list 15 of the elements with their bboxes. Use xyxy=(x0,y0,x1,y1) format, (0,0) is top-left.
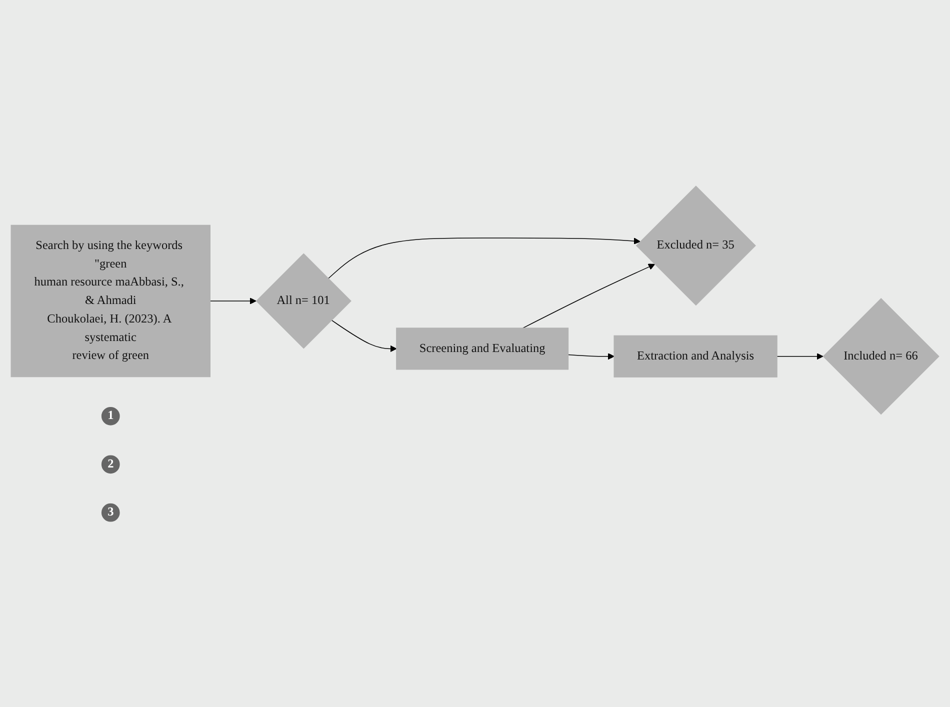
node-box: Screening and Evaluating xyxy=(396,327,569,370)
arrow xyxy=(522,263,656,328)
arrow xyxy=(776,352,824,360)
arrow xyxy=(331,319,397,352)
node-circle: 1 xyxy=(101,406,120,425)
arrow xyxy=(328,237,640,279)
node-circle: 3 xyxy=(101,502,120,522)
node-circle: 2 xyxy=(101,454,120,474)
node-diamond: Excluded n= 35 xyxy=(636,185,756,306)
node-box: Extraction and Analysis xyxy=(614,334,778,377)
arrow xyxy=(210,297,256,304)
node-diamond: All n= 101 xyxy=(256,252,352,348)
node-diamond: Included n= 66 xyxy=(822,298,940,414)
arrow xyxy=(568,352,614,360)
node-box: Search by using the keywords "green human resource maAbbasi, S., & Ahmadi Choukolaei, H. (2023). A systematic review of green xyxy=(10,224,210,377)
